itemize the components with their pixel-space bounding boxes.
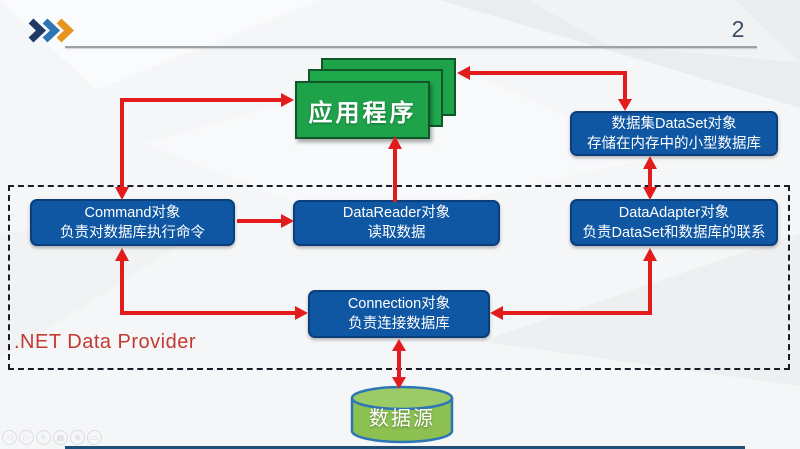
triple-chevron-logo-icon <box>28 18 75 43</box>
connection-box-line2: 负责连接数据库 <box>348 316 450 332</box>
zoom-icon[interactable]: ⊕ <box>70 430 85 445</box>
dataadapter-box-line2: 负责DataSet和数据库的联系 <box>582 224 766 241</box>
notes-icon[interactable]: ▭ <box>87 430 102 445</box>
dataadapter-box-line1: DataAdapter对象 <box>618 204 730 221</box>
next-slide-icon[interactable]: ▷ <box>19 430 34 445</box>
dataset-box-line1: 数据集DataSet对象 <box>611 115 737 132</box>
page-number: 2 <box>731 16 745 42</box>
command-box-line1: Command对象 <box>84 204 181 221</box>
datareader-box-line2: 读取数据 <box>367 225 426 241</box>
datareader-box: DataReader对象 读取数据 <box>293 200 500 246</box>
header-divider <box>65 46 757 48</box>
datareader-box-line1: DataReader对象 <box>342 205 451 221</box>
dataset-box: 数据集DataSet对象 存储在内存中的小型数据库 <box>570 111 778 156</box>
prev-slide-icon[interactable]: ◁ <box>2 430 17 445</box>
command-box-line2: 负责对数据库执行命令 <box>60 224 205 241</box>
datasource-cylinder <box>350 385 454 444</box>
application-box: 应用程序 <box>295 81 430 139</box>
connection-box: Connection对象 负责连接数据库 <box>308 290 490 338</box>
grid-icon[interactable]: ▦ <box>53 430 68 445</box>
provider-label: .NET Data Provider <box>14 331 197 353</box>
dataadapter-box: DataAdapter对象 负责DataSet和数据库的联系 <box>570 199 778 246</box>
application-box-label: 应用程序 <box>308 99 417 127</box>
bottom-accent-bar <box>65 446 745 449</box>
command-box: Command对象 负责对数据库执行命令 <box>30 199 235 246</box>
pen-icon[interactable]: ✎ <box>36 430 51 445</box>
datasource-label: 数据源 <box>369 408 435 430</box>
connection-box-line1: Connection对象 <box>347 296 451 312</box>
dataset-box-line2: 存储在内存中的小型数据库 <box>587 135 761 152</box>
presenter-controls: ◁ ▷ ✎ ▦ ⊕ ▭ <box>2 430 102 445</box>
